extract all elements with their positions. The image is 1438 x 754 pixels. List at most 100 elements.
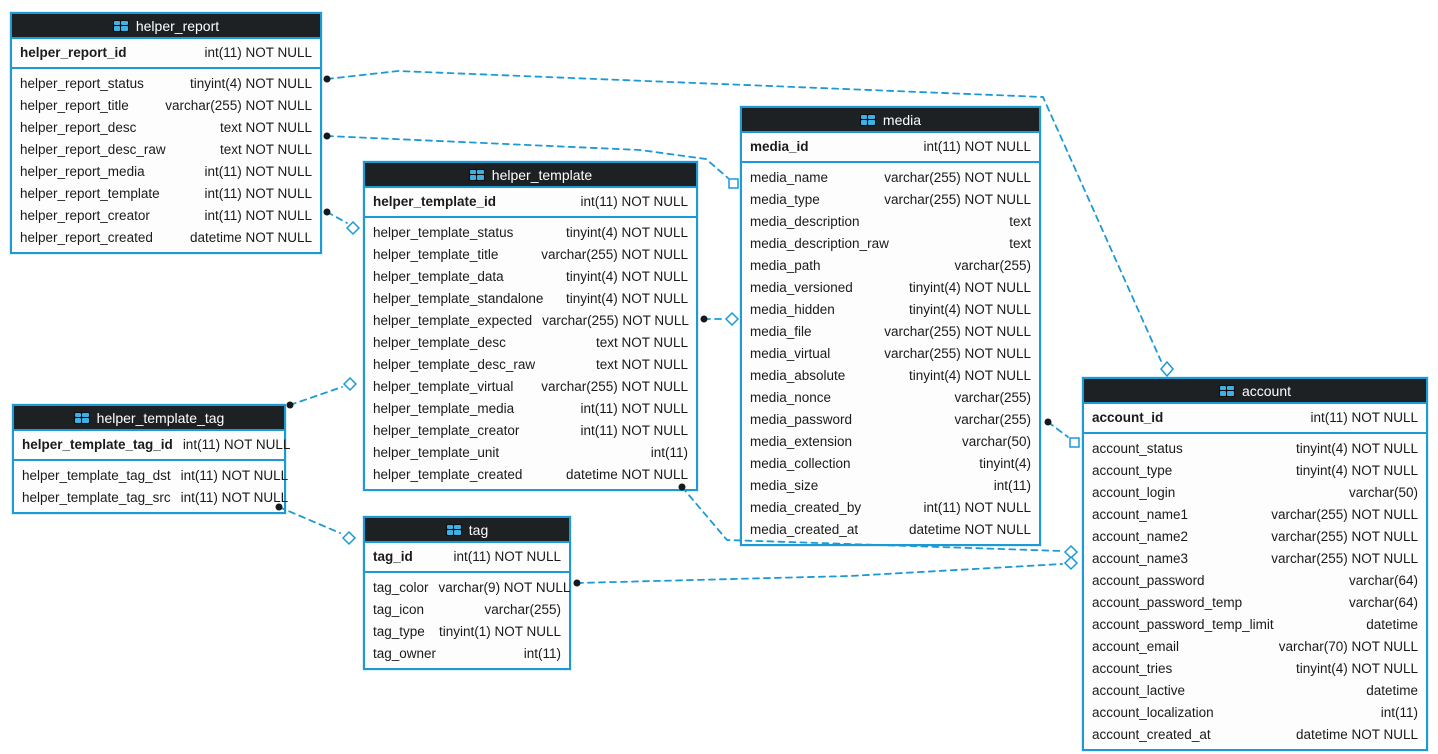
table-header[interactable]: tag <box>365 518 569 543</box>
column-row[interactable]: media_path varchar(255) <box>742 254 1039 276</box>
column-type: varchar(255) <box>954 257 1031 273</box>
relationship-helper_report-helper_template[interactable] <box>326 211 348 224</box>
column-type: tinyint(4) NOT NULL <box>565 268 688 284</box>
relationship-helper_template_tag-tag[interactable] <box>278 506 341 534</box>
column-type: int(11) NOT NULL <box>204 163 312 179</box>
column-name: media_description_raw <box>750 235 889 251</box>
relationship-media-account[interactable] <box>1047 421 1069 438</box>
table-helper_template_tag[interactable]: helper_template_tag helper_template_tag_i… <box>12 404 290 514</box>
column-name: media_path <box>750 257 821 273</box>
column-name: helper_template_desc_raw <box>373 356 536 372</box>
table-header[interactable]: helper_template <box>365 163 696 188</box>
table-header[interactable]: helper_report <box>12 14 320 39</box>
column-name: helper_report_creator <box>20 207 150 223</box>
column-name: helper_report_template <box>20 185 160 201</box>
relationship-tag-account[interactable] <box>576 563 1063 584</box>
relationship-end-dot <box>573 579 581 587</box>
column-type: int(11) NOT NULL <box>580 400 688 416</box>
table-header[interactable]: media <box>742 108 1039 133</box>
column-type: int(11) NOT NULL <box>180 489 289 505</box>
table-header[interactable]: account <box>1084 379 1426 404</box>
table-title: helper_template_tag <box>96 409 225 426</box>
column-type: varchar(255) NOT NULL <box>884 345 1031 361</box>
table-title: helper_report <box>135 17 220 34</box>
column-type: varchar(50) <box>1348 484 1418 500</box>
column-type: tinyint(4) NOT NULL <box>908 279 1031 295</box>
column-name: account_status <box>1092 440 1183 456</box>
table-grid-icon <box>859 113 876 126</box>
relationship-helper_template_tag-helper_template[interactable] <box>289 386 343 406</box>
table-header[interactable]: helper_template_tag <box>14 406 284 431</box>
